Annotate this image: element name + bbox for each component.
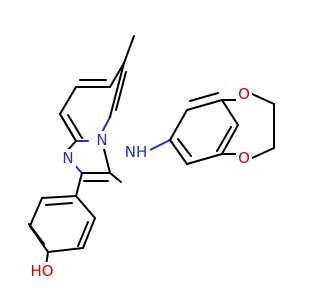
- bond-ar2-double: [189, 92, 219, 102]
- bond-c3-nh: [109, 172, 122, 183]
- atom-bg-oh: [28, 262, 56, 280]
- bond-ar1: [169, 109, 188, 141]
- bond-ph2: [82, 217, 96, 249]
- structure-canvas: N N NH O O HO: [28, 35, 275, 280]
- bond-fused: [59, 113, 77, 142]
- bond-ph4-double: [28, 223, 45, 245]
- molecule-drawing: N N NH O O HO: [28, 35, 275, 280]
- bond-ph5: [29, 197, 43, 227]
- atom-o-upper: O: [238, 85, 250, 103]
- atom-bg-n-bridge: [94, 131, 110, 149]
- atom-bg-nh: [122, 143, 150, 161]
- bond-ch2-o-lower: [251, 147, 275, 159]
- bond-c3-nbridge: [103, 148, 111, 174]
- atom-n-bridge: N: [96, 131, 107, 149]
- atom-bg-o-upper: [236, 85, 252, 103]
- bond-c8a-c-double: [67, 114, 83, 139]
- bond-ar4-double: [216, 126, 232, 152]
- atom-nh: NH: [125, 143, 148, 161]
- bond-ph1: [75, 195, 96, 219]
- bond-ph6-double: [45, 202, 73, 206]
- methyl-bond: [123, 35, 135, 64]
- atom-oh: HO: [30, 262, 53, 280]
- bond-c8-c8a: [59, 86, 77, 115]
- bond-c5-c6-double: [115, 71, 127, 111]
- atom-n-ring: N: [62, 149, 73, 167]
- atom-bg-n-ring: [60, 149, 76, 167]
- bond-c2-phenyl: [75, 172, 83, 197]
- bond-ar6: [169, 139, 188, 165]
- bond-ph2-double: [77, 221, 89, 247]
- bond-ph6: [41, 195, 77, 199]
- bond-ar4: [221, 124, 239, 155]
- bond-o-upper-ch2: [251, 93, 275, 105]
- atom-bg-o-lower: [236, 149, 252, 167]
- bond-ar2: [186, 99, 223, 111]
- bond-ar5: [186, 153, 223, 165]
- bond-ar6-double: [177, 138, 192, 157]
- bond-nh-aryl: [149, 139, 171, 151]
- bond-ph3: [47, 247, 84, 253]
- bond-ar3: [221, 99, 239, 126]
- bond-c5-c6: [109, 62, 125, 118]
- bond-c6-c7: [109, 62, 125, 88]
- atom-o-lower: O: [238, 149, 250, 167]
